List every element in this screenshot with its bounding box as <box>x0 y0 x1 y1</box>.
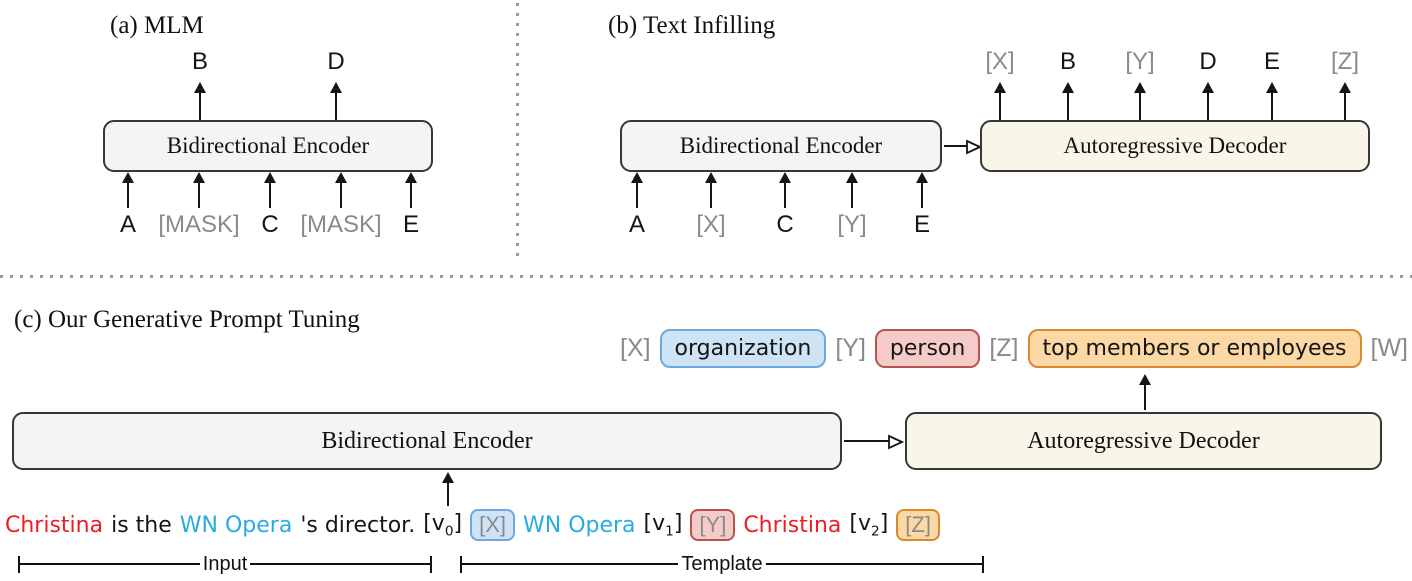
mask-token: [MASK] <box>158 211 240 238</box>
bracket-line <box>462 563 679 565</box>
arrow-up-icon <box>264 172 276 208</box>
decoder-box-c: Autoregressive Decoder <box>905 412 1382 470</box>
arrow-up-icon <box>1062 82 1074 120</box>
horizontal-dotted-divider <box>0 275 1412 278</box>
arrow-up-icon <box>779 172 791 208</box>
bracket-tick <box>982 555 984 573</box>
arrow-up-icon <box>705 172 717 208</box>
prompt-input-row: Christina is the WN Opera 's director. [… <box>5 509 940 541</box>
arrow-up-icon <box>442 472 454 506</box>
panel-a-title: (a) MLM <box>110 12 204 39</box>
arrow-up-icon <box>994 82 1006 120</box>
sentinel-token: [X] <box>619 334 651 362</box>
output-token: E <box>1263 48 1281 75</box>
arrow-up-icon <box>122 172 134 208</box>
arrow-right-line <box>944 145 968 147</box>
sentinel-token-x: [X] <box>470 509 515 541</box>
arrow-up-icon <box>916 172 928 208</box>
template-span-label: Template <box>681 552 763 575</box>
sentinel-token: [Y] <box>835 334 866 362</box>
input-token: E <box>402 211 420 238</box>
arrow-up-icon <box>1339 82 1351 120</box>
subject-entity: Christina <box>743 512 842 538</box>
bracket-line <box>765 563 982 565</box>
arrow-up-icon <box>330 82 342 120</box>
encoder-box-a: Bidirectional Encoder <box>103 120 433 172</box>
virtual-token-v0: [v0] <box>423 510 463 540</box>
arrow-up-icon <box>1134 82 1146 120</box>
encoder-label: Bidirectional Encoder <box>166 133 370 158</box>
object-entity: WN Opera <box>179 512 293 538</box>
arrow-up-icon <box>335 172 347 208</box>
encoder-box-c: Bidirectional Encoder <box>12 412 842 470</box>
sentinel-token-y: [Y] <box>690 509 736 541</box>
output-token: [Y] <box>1125 48 1155 75</box>
decoder-box-b: Autoregressive Decoder <box>980 120 1370 172</box>
arrow-up-icon <box>405 172 417 208</box>
arrow-up-icon <box>846 172 858 208</box>
encoder-box-b: Bidirectional Encoder <box>620 120 942 172</box>
bracket-tick <box>18 555 20 573</box>
template-span-bracket: Template <box>460 552 984 575</box>
input-token: C <box>261 211 279 238</box>
vertical-dotted-divider <box>516 3 519 262</box>
decoder-label: Autoregressive Decoder <box>1027 427 1260 454</box>
open-arrowhead-icon <box>966 139 982 155</box>
output-token: [Z] <box>1331 48 1359 75</box>
sentinel-token-z: [Z] <box>896 509 940 541</box>
person-chip: person <box>874 329 981 368</box>
organization-chip: organization <box>659 329 827 368</box>
open-arrowhead-icon <box>888 434 904 450</box>
input-token: E <box>913 211 931 238</box>
encoder-label: Bidirectional Encoder <box>679 133 883 158</box>
bracket-line <box>250 563 431 565</box>
sentinel-token: [Z] <box>989 334 1019 362</box>
arrow-up-icon <box>1139 374 1151 410</box>
input-token: A <box>119 211 137 238</box>
arrow-up-icon <box>631 172 643 208</box>
sentinel-token: [W] <box>1370 334 1409 362</box>
bracket-line <box>20 563 200 565</box>
arrow-up-icon <box>193 172 205 208</box>
encoder-label: Bidirectional Encoder <box>321 427 533 454</box>
output-token: B <box>191 48 209 75</box>
arrow-right-line <box>844 440 890 442</box>
virtual-token-v2: [v2] <box>849 510 889 540</box>
output-token: D <box>327 48 345 75</box>
plain-text: is the <box>111 512 172 538</box>
sentinel-token: [X] <box>696 211 726 238</box>
arrow-up-icon <box>1266 82 1278 120</box>
mask-token: [MASK] <box>300 211 382 238</box>
decoder-output-label-row: [X] organization [Y] person [Z] top memb… <box>620 329 1408 368</box>
input-token: C <box>776 211 794 238</box>
virtual-token-v1: [v1] <box>643 510 683 540</box>
bracket-tick <box>460 555 462 573</box>
relation-chip: top members or employees <box>1027 329 1362 368</box>
input-span-bracket: Input <box>18 552 433 575</box>
panel-c-title: (c) Our Generative Prompt Tuning <box>14 306 360 333</box>
bracket-tick <box>430 555 433 573</box>
object-entity: WN Opera <box>522 512 636 538</box>
input-span-label: Input <box>202 552 248 575</box>
arrow-up-icon <box>1202 82 1214 120</box>
plain-text: 's director. <box>300 512 416 538</box>
arrow-up-icon <box>194 82 206 120</box>
output-token: [X] <box>985 48 1015 75</box>
output-token: D <box>1199 48 1217 75</box>
input-token: A <box>628 211 646 238</box>
output-token: B <box>1059 48 1077 75</box>
panel-b-title: (b) Text Infilling <box>608 12 776 39</box>
decoder-label: Autoregressive Decoder <box>1063 133 1287 158</box>
subject-entity: Christina <box>5 512 104 538</box>
sentinel-token: [Y] <box>837 211 867 238</box>
